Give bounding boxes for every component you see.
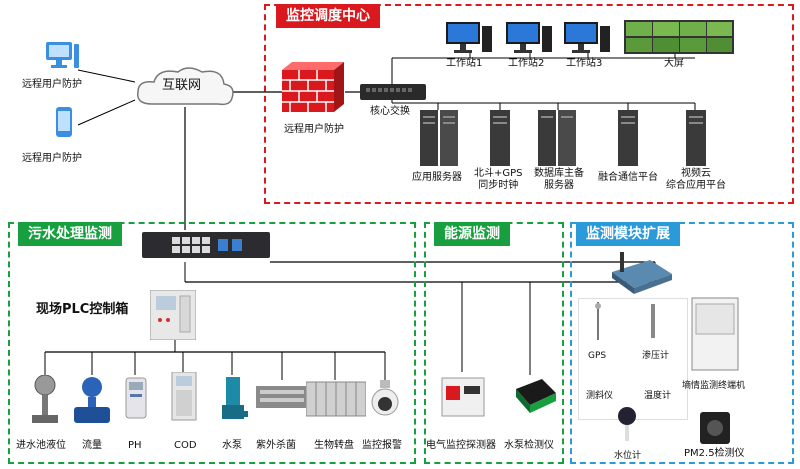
zone-module-expansion: 监测模块扩展 bbox=[570, 222, 794, 464]
bio-disk-icon bbox=[305, 378, 367, 424]
water-level-gauge-icon bbox=[616, 406, 638, 448]
workstation-1-label: 工作站1 bbox=[446, 58, 483, 69]
zone-sewage: 污水处理监测 bbox=[8, 222, 416, 464]
comm-platform-server-icon bbox=[618, 110, 640, 170]
app-server-icon bbox=[420, 110, 460, 170]
pm25-label: PM2.5检测仪 bbox=[684, 448, 745, 459]
database-server-label: 数据库主备 服务器 bbox=[534, 168, 584, 191]
internet-cloud-icon bbox=[130, 64, 240, 116]
zone-monitoring-center: 监控调度中心 bbox=[264, 4, 794, 204]
thermometer-label: 温度计 bbox=[644, 391, 672, 401]
gps-icon bbox=[590, 302, 606, 346]
database-server-icon bbox=[538, 110, 578, 170]
flowmeter-label: 流量 bbox=[82, 440, 102, 451]
soil-moisture-terminal-label: 墒情监测终端机 bbox=[682, 381, 746, 391]
inlet-level-sensor-icon bbox=[28, 374, 62, 429]
plc-cabinet-icon bbox=[149, 289, 197, 344]
cabinet-drawing-icon bbox=[690, 296, 740, 376]
security-camera-icon bbox=[370, 380, 400, 424]
firewall-icon bbox=[282, 62, 344, 116]
monitor-alarm-label: 监控报警 bbox=[362, 440, 402, 451]
remote-pc-label: 远程用户防护 bbox=[22, 79, 82, 90]
electrical-detector-icon bbox=[440, 372, 486, 422]
cod-analyzer-icon bbox=[170, 371, 198, 426]
bio-disk-label: 生物转盘 bbox=[314, 440, 354, 451]
firewall-label: 远程用户防护 bbox=[284, 124, 344, 135]
zone-title-sewage: 污水处理监测 bbox=[18, 222, 122, 246]
comm-platform-label: 融合通信平台 bbox=[598, 172, 658, 183]
pump-tester-icon bbox=[512, 375, 558, 419]
electrical-detector-label: 电气监控探测器 bbox=[426, 440, 496, 451]
workstation-2-icon bbox=[506, 22, 554, 58]
water-level-label: 水位计 bbox=[614, 451, 642, 461]
time-sync-server-icon bbox=[490, 110, 512, 170]
field-switch-icon bbox=[142, 232, 270, 264]
workstation-2-label: 工作站2 bbox=[508, 58, 545, 69]
rtu-module-icon bbox=[606, 252, 676, 300]
ph-meter-icon bbox=[122, 376, 150, 426]
workstation-3-icon bbox=[564, 22, 612, 58]
water-pump-label: 水泵 bbox=[222, 440, 242, 451]
video-cloud-label: 视频云 综合应用平台 bbox=[666, 168, 726, 191]
zone-title-center: 监控调度中心 bbox=[276, 4, 380, 28]
zone-title-energy: 能源监测 bbox=[434, 222, 510, 246]
video-cloud-server-icon bbox=[686, 110, 708, 170]
piezometer-label: 渗压计 bbox=[642, 351, 670, 361]
time-sync-server-label: 北斗+GPS 同步时钟 bbox=[474, 168, 523, 191]
pump-tester-label: 水泵检测仪 bbox=[504, 440, 554, 451]
internet-label: 互联网 bbox=[162, 78, 202, 93]
inlet-level-label: 进水池液位 bbox=[16, 440, 66, 451]
zone-title-expand: 监测模块扩展 bbox=[576, 222, 680, 246]
uv-sterilizer-label: 紫外杀菌 bbox=[256, 440, 296, 451]
remote-phone-label: 远程用户防护 bbox=[22, 153, 82, 164]
app-server-label: 应用服务器 bbox=[412, 172, 462, 183]
core-switch-icon bbox=[360, 84, 426, 104]
cod-label: COD bbox=[174, 440, 197, 451]
workstation-3-label: 工作站3 bbox=[566, 58, 603, 69]
plc-label: 现场PLC控制箱 bbox=[36, 302, 129, 317]
core-switch-label: 核心交换 bbox=[370, 106, 410, 117]
gps-label: GPS bbox=[588, 351, 607, 361]
video-wall-label: 大屏 bbox=[664, 58, 684, 69]
workstation-1-icon bbox=[446, 22, 494, 58]
uv-sterilizer-icon bbox=[256, 380, 308, 420]
water-pump-icon bbox=[216, 375, 250, 429]
ph-label: PH bbox=[128, 440, 142, 451]
flowmeter-icon bbox=[72, 375, 112, 429]
piezometer-icon bbox=[648, 304, 658, 344]
desktop-pc-icon bbox=[44, 40, 80, 78]
mobile-phone-icon bbox=[54, 106, 74, 144]
video-wall-icon bbox=[624, 20, 734, 58]
zone-energy: 能源监测 bbox=[424, 222, 564, 464]
pm25-detector-icon bbox=[698, 410, 732, 450]
inclinometer-label: 测斜仪 bbox=[586, 391, 614, 401]
